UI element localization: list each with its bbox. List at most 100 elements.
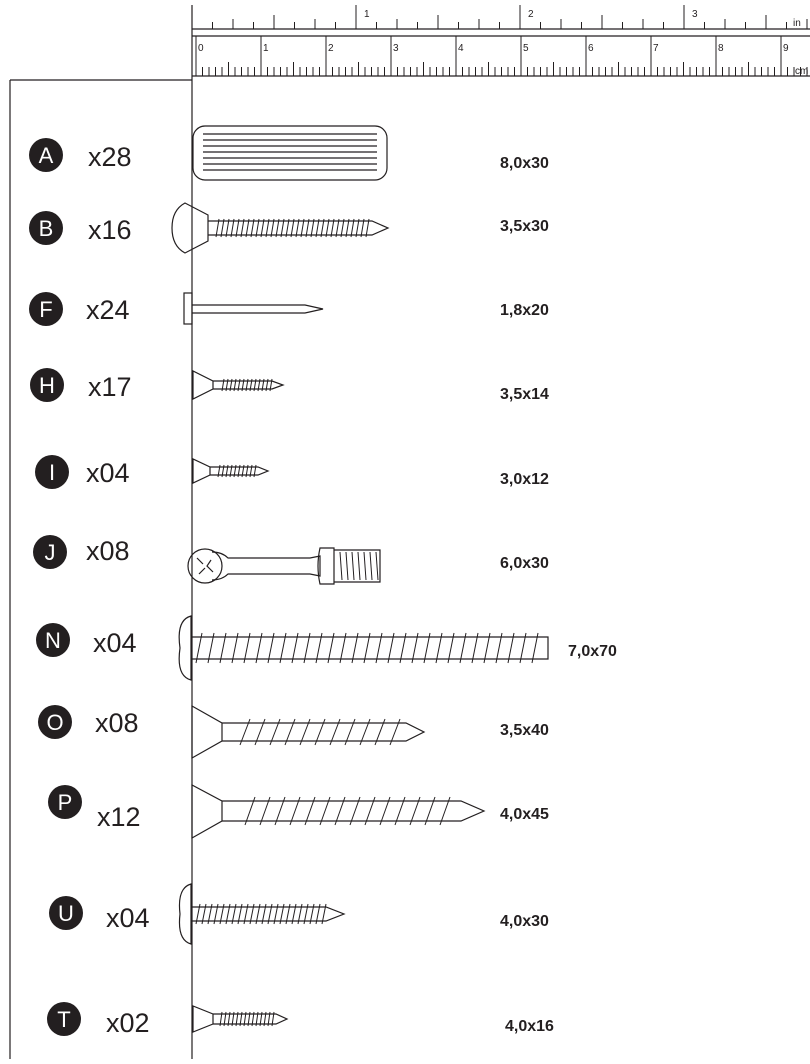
- inch-label-3: 3: [692, 9, 698, 20]
- part-letter: U: [58, 901, 74, 926]
- thread-line: [423, 632, 431, 664]
- part-row: H x17 3,5x14: [30, 368, 549, 403]
- thread-line: [240, 218, 245, 238]
- thread-line: [394, 796, 406, 826]
- cm-label-5: 5: [523, 43, 529, 54]
- thread-line: [315, 903, 321, 925]
- thread-line: [249, 903, 255, 925]
- thread-line: [219, 1011, 223, 1027]
- thread-line: [289, 796, 301, 826]
- thread-line: [219, 903, 225, 925]
- thread-line: [250, 218, 255, 238]
- part-quantity: x08: [86, 536, 130, 566]
- part-size: 3,0x12: [500, 471, 549, 488]
- thread-line: [257, 378, 261, 392]
- thread-line: [365, 218, 370, 238]
- connector-bolt-illustration: [187, 547, 381, 585]
- thread-line: [249, 378, 253, 392]
- sleeve-rib: [345, 551, 349, 581]
- thread-line: [304, 796, 316, 826]
- part-letter: P: [58, 790, 73, 815]
- cm-label-8: 8: [718, 43, 724, 54]
- cm-labels: 0 1 2 3 4 5 6 7 8 9 cm: [198, 43, 808, 77]
- thread-line: [439, 796, 451, 826]
- thread-line: [244, 796, 256, 826]
- inch-unit: in: [793, 18, 801, 29]
- thread-line: [284, 718, 296, 746]
- thread-line: [245, 218, 250, 238]
- thread-line: [261, 378, 265, 392]
- cm-label-9: 9: [783, 43, 789, 54]
- part-letter: N: [45, 628, 61, 653]
- thread-line: [235, 1011, 239, 1027]
- thread-line: [231, 903, 237, 925]
- part-quantity: x24: [86, 295, 130, 325]
- part-letter: J: [45, 540, 56, 565]
- thread-line: [315, 632, 323, 664]
- thread-line: [225, 464, 229, 478]
- dowel-illustration: [192, 125, 388, 181]
- thread-line: [231, 632, 239, 664]
- part-size: 4,0x16: [505, 1018, 554, 1035]
- thread-line: [507, 632, 515, 664]
- thread-line: [233, 378, 237, 392]
- thread-line: [309, 903, 315, 925]
- thread-line: [273, 903, 279, 925]
- thread-line: [314, 718, 326, 746]
- cm-unit: cm: [795, 66, 808, 77]
- thread-line: [295, 218, 300, 238]
- thread-line: [321, 903, 327, 925]
- thread-line: [247, 1011, 251, 1027]
- part-quantity: x02: [106, 1008, 150, 1038]
- thread-line: [335, 218, 340, 238]
- thread-line: [221, 378, 225, 392]
- thread-line: [233, 464, 237, 478]
- pan-screw-illustration: [171, 202, 390, 254]
- thread-line: [223, 1011, 227, 1027]
- sleeve-rib: [339, 551, 343, 581]
- thread-line: [291, 903, 297, 925]
- thread-line: [409, 796, 421, 826]
- sleeve-rib: [357, 551, 361, 581]
- thread-line: [243, 903, 249, 925]
- thread-line: [237, 903, 243, 925]
- thread-line: [531, 632, 539, 664]
- thread-line: [360, 218, 365, 238]
- thread-line: [230, 218, 235, 238]
- part-letter: F: [39, 297, 52, 322]
- part-size: 3,5x40: [500, 722, 549, 739]
- thread-line: [243, 632, 251, 664]
- thread-line: [285, 218, 290, 238]
- thread-line: [259, 796, 271, 826]
- thread-line: [483, 632, 491, 664]
- sleeve-rib: [375, 551, 379, 581]
- cm-ticks: [195, 36, 808, 76]
- part-quantity: x04: [86, 458, 130, 488]
- thread-line: [305, 218, 310, 238]
- thread-line: [315, 218, 320, 238]
- sleeve-rib: [351, 551, 355, 581]
- thread-line: [254, 718, 266, 746]
- thread-line: [221, 464, 225, 478]
- inch-ticks: [191, 5, 808, 29]
- thread-line: [241, 378, 245, 392]
- thread-line: [355, 218, 360, 238]
- thread-line: [300, 218, 305, 238]
- thread-line: [340, 218, 345, 238]
- thread-line: [375, 632, 383, 664]
- part-letter-badge: [36, 623, 70, 657]
- thread-line: [195, 903, 201, 925]
- thread-line: [303, 632, 311, 664]
- thread-line: [255, 632, 263, 664]
- thread-line: [359, 718, 371, 746]
- thread-line: [245, 464, 249, 478]
- thread-line: [280, 218, 285, 238]
- thread-line: [351, 632, 359, 664]
- countersunk-screw-illustration: [192, 1005, 289, 1033]
- cm-label-2: 2: [328, 43, 334, 54]
- thread-line: [267, 632, 275, 664]
- thread-line: [275, 218, 280, 238]
- thread-line: [267, 1011, 271, 1027]
- thread-line: [235, 218, 240, 238]
